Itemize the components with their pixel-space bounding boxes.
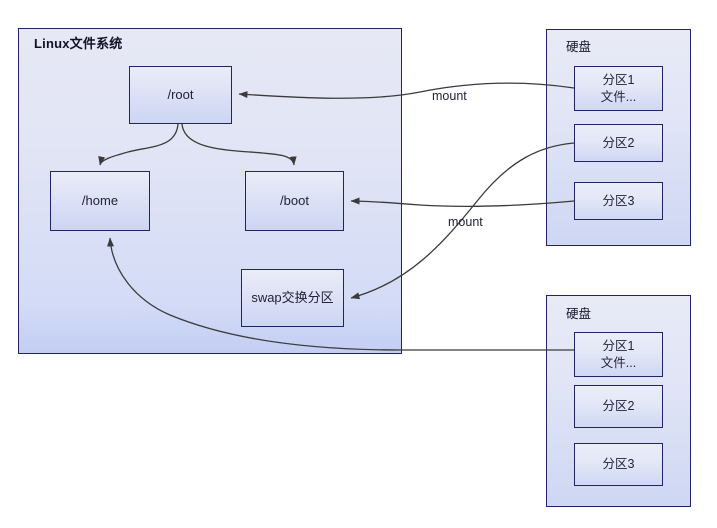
disk-2-partition-2[interactable]: 分区2 [574,385,663,428]
disk-2-partition-3-label: 分区3 [602,457,635,472]
mount-label-2: mount [448,215,483,229]
disk-2-partition-2-label: 分区2 [602,399,635,414]
disk-2-partition-1[interactable]: 分区1 文件... [574,332,663,377]
disk-2-partition-1-label: 分区1 [602,339,635,354]
disk-2-partition-3[interactable]: 分区3 [574,443,663,486]
disk-2-partition-1-sub: 文件... [600,355,637,370]
disk-1-partition-1-sub: 文件... [600,89,637,104]
mount-label-1: mount [432,89,467,103]
disk-1-title: 硬盘 [566,40,592,54]
disk-1-partition-2[interactable]: 分区2 [574,124,663,162]
node-boot[interactable]: /boot [245,171,344,231]
node-home[interactable]: /home [50,171,150,231]
disk-1-partition-1[interactable]: 分区1 文件... [574,66,663,111]
disk-1-partition-1-label: 分区1 [602,73,635,88]
node-swap-label: swap交换分区 [251,290,334,306]
disk-2-title: 硬盘 [566,307,592,321]
disk-1-partition-3[interactable]: 分区3 [574,182,663,220]
node-swap[interactable]: swap交换分区 [241,269,344,327]
node-boot-label: /boot [280,193,309,209]
linux-filesystem-title: Linux文件系统 [34,36,123,51]
disk-1-partition-3-label: 分区3 [602,193,635,208]
disk-1-partition-2-label: 分区2 [602,135,635,150]
node-home-label: /home [81,193,119,209]
node-root[interactable]: /root [129,66,232,124]
node-root-label: /root [167,87,194,103]
